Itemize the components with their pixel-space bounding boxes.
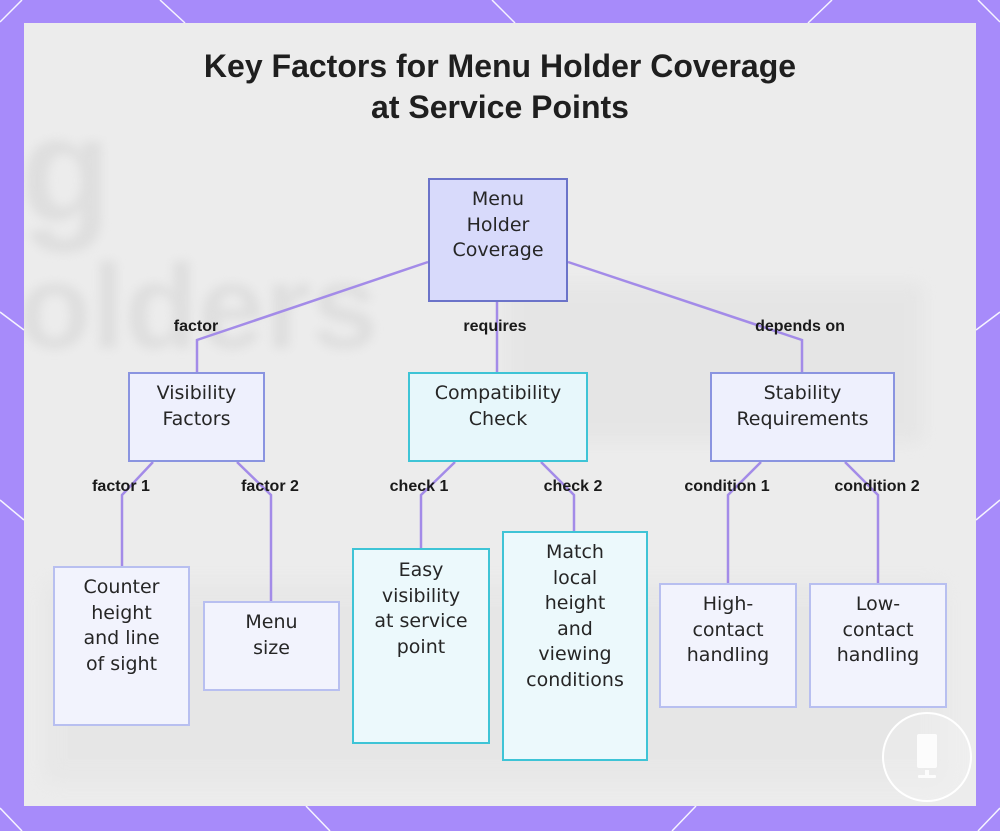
watermark-badge <box>882 712 972 802</box>
node-easy-visibility: Easy visibility at service point <box>352 548 490 744</box>
edge-label-check-2: check 2 <box>543 478 603 495</box>
edge-label-condition-2: condition 2 <box>834 478 920 495</box>
edge-visibility-counter <box>120 461 154 566</box>
node-counter-height-label: Counter height and line of sight <box>83 576 160 675</box>
edge-root-stability <box>567 260 804 372</box>
node-match-local-height: Match local height and viewing condition… <box>502 531 648 761</box>
edge-label-depends-on: depends on <box>755 318 845 335</box>
node-compatibility-check-label: Compatibility Check <box>434 382 562 430</box>
edge-stability-low <box>844 461 880 583</box>
node-high-contact-label: High- contact handling <box>686 593 770 666</box>
node-high-contact: High- contact handling <box>659 583 797 708</box>
background-decoration: olders <box>24 240 379 374</box>
node-stability-requirements: Stability Requirements <box>710 372 895 462</box>
edge-label-factor: factor <box>173 318 219 335</box>
edge-compat-easy <box>419 461 456 548</box>
diagram-title: Key Factors for Menu Holder Coverage at … <box>0 46 1000 128</box>
edge-label-requires: requires <box>463 318 527 335</box>
node-visibility-factors-label: Visibility Factors <box>156 382 237 430</box>
node-compatibility-check: Compatibility Check <box>408 372 588 462</box>
title-line-1: Key Factors for Menu Holder Coverage <box>203 48 797 84</box>
node-low-contact: Low- contact handling <box>809 583 947 708</box>
node-low-contact-label: Low- contact handling <box>836 593 920 666</box>
node-match-local-height-label: Match local height and viewing condition… <box>526 541 624 691</box>
edge-visibility-menusize <box>236 461 273 601</box>
node-counter-height: Counter height and line of sight <box>53 566 190 726</box>
node-root: Menu Holder Coverage <box>428 178 568 302</box>
node-menu-size: Menu size <box>203 601 340 691</box>
title-line-2: at Service Points <box>371 89 629 125</box>
node-easy-visibility-label: Easy visibility at service point <box>374 559 468 658</box>
node-stability-requirements-label: Stability Requirements <box>736 382 869 430</box>
tablet-icon <box>917 734 937 778</box>
edge-compat-match <box>540 461 576 531</box>
edge-root-visibility <box>195 260 429 372</box>
edge-label-condition-1: condition 1 <box>684 478 770 495</box>
edge-label-factor-2: factor 2 <box>241 478 299 495</box>
edge-label-check-1: check 1 <box>389 478 449 495</box>
edge-label-factor-1: factor 1 <box>92 478 150 495</box>
node-root-label: Menu Holder Coverage <box>452 188 544 261</box>
background-decoration: g <box>24 85 112 253</box>
node-visibility-factors: Visibility Factors <box>128 372 265 462</box>
edge-stability-high <box>726 461 762 583</box>
node-menu-size-label: Menu size <box>245 611 298 659</box>
